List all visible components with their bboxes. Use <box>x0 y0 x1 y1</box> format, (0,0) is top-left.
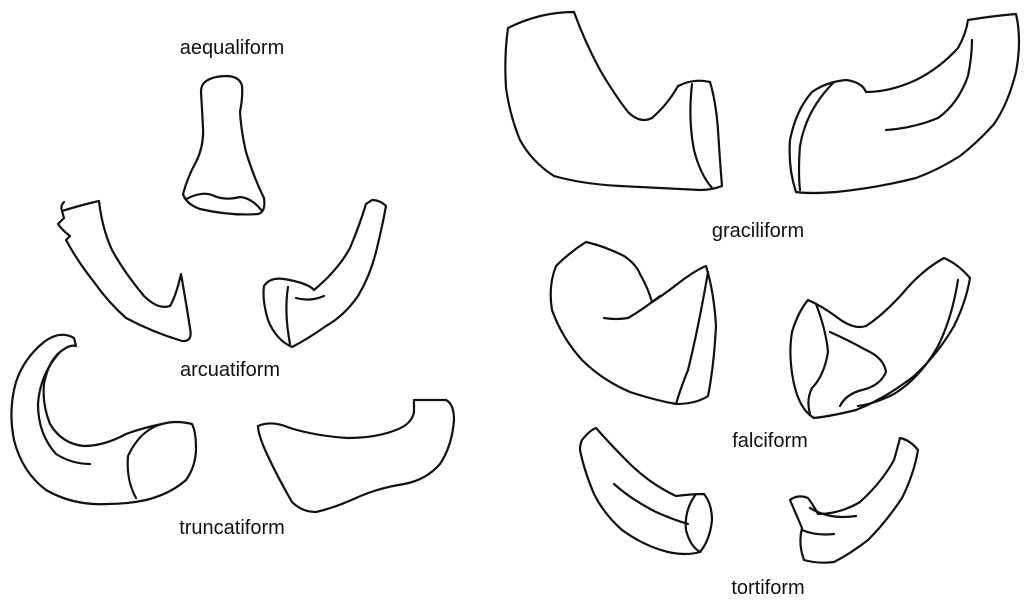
arcuatiform-left-element-drawing <box>58 201 191 341</box>
graciliform-right-element-drawing <box>790 14 1019 193</box>
truncatiform-left-element-drawing <box>11 335 196 504</box>
label-aequaliform: aequaliform <box>180 37 285 59</box>
arcuatiform-right-element-drawing <box>264 200 387 347</box>
tortiform-left-element-drawing <box>580 428 712 554</box>
truncatiform-right-element-drawing <box>258 400 454 512</box>
label-truncatiform: truncatiform <box>179 517 285 539</box>
graciliform-left-element-drawing <box>505 12 722 190</box>
tortiform-right-element-drawing <box>790 438 918 563</box>
aequaliform-element-drawing <box>183 76 264 214</box>
falciform-left-element-drawing <box>551 242 716 404</box>
falciform-right-element-drawing <box>790 258 970 418</box>
label-falciform: falciform <box>732 430 808 452</box>
label-tortiform: tortiform <box>731 577 804 599</box>
label-arcuatiform: arcuatiform <box>180 359 280 381</box>
label-graciliform: graciliform <box>712 220 804 242</box>
